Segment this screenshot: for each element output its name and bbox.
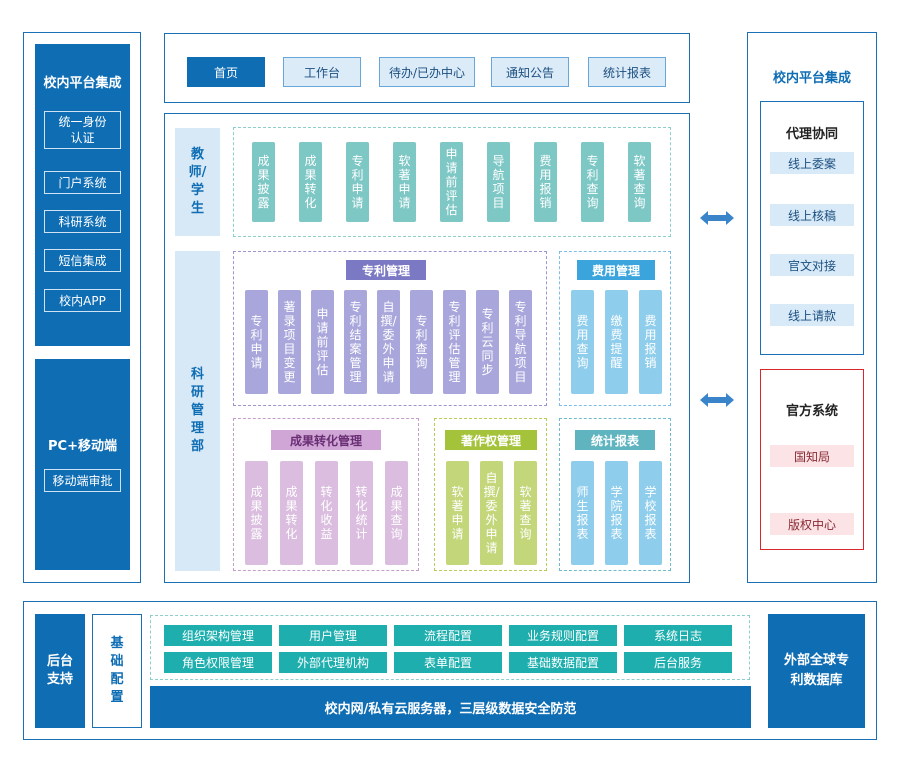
campus-integration-title: 校内平台集成	[43, 76, 122, 91]
fee-title: 费用管理	[577, 260, 655, 280]
patent-item-3[interactable]: 专利结案管理	[344, 290, 367, 394]
teacher-module: 成果披露 成果转化 专利申请 软著申请 申请前评估 导航项目 费用报销 专利查询 软著查询	[233, 127, 671, 237]
teacher-item-6[interactable]: 费用报销	[534, 142, 557, 222]
proxy-box: 代理协同 线上委案 线上核稿 官文对接 线上请款	[760, 101, 864, 355]
copyright-item-2[interactable]: 软著查询	[514, 461, 537, 565]
teacher-item-5[interactable]: 导航项目	[487, 142, 510, 222]
result-title: 成果转化管理	[271, 430, 381, 450]
official-title: 官方系统	[785, 404, 838, 419]
stats-item-2[interactable]: 学校报表	[639, 461, 662, 565]
copyright-item-0[interactable]: 软著申请	[446, 461, 469, 565]
left-panel: 校内平台集成 统一身份认证 门户系统 科研系统 短信集成 校内APP PC+移动…	[23, 32, 141, 583]
official-box: 官方系统 国知局 版权中心	[760, 369, 864, 550]
left-item-research[interactable]: 科研系统	[44, 210, 121, 233]
stats-item-0[interactable]: 师生报表	[571, 461, 594, 565]
nav-workbench[interactable]: 工作台	[283, 57, 361, 87]
campus-integration-box: 校内平台集成 统一身份认证 门户系统 科研系统 短信集成 校内APP	[35, 44, 130, 346]
patent-item-5[interactable]: 专利查询	[410, 290, 433, 394]
teacher-item-0[interactable]: 成果披露	[252, 142, 275, 222]
security-bar: 校内网/私有云服务器，三层级数据安全防范	[150, 686, 751, 728]
config-button-1[interactable]: 用户管理	[279, 625, 387, 646]
bottom-panel: 后台支持 基础配置 组织架构管理用户管理流程配置业务规则配置系统日志角色权限管理…	[23, 601, 877, 740]
nav-home[interactable]: 首页	[187, 57, 265, 87]
patent-item-6[interactable]: 专利评估管理	[443, 290, 466, 394]
external-patent-db: 外部全球专利数据库	[768, 614, 865, 728]
proxy-title: 代理协同	[785, 127, 838, 142]
config-button-9[interactable]: 后台服务	[624, 652, 732, 673]
patent-item-2[interactable]: 申请前评估	[311, 290, 334, 394]
proxy-item-case[interactable]: 线上委案	[770, 152, 854, 174]
patent-item-1[interactable]: 著录项目变更	[278, 290, 301, 394]
nav-notices[interactable]: 通知公告	[491, 57, 569, 87]
config-buttons: 组织架构管理用户管理流程配置业务规则配置系统日志角色权限管理外部代理机构表单配置…	[150, 615, 750, 680]
double-arrow-icon	[700, 211, 734, 225]
result-item-1[interactable]: 成果转化	[280, 461, 303, 565]
teacher-item-2[interactable]: 专利申请	[346, 142, 369, 222]
result-item-0[interactable]: 成果披露	[245, 461, 268, 565]
patent-module: 专利管理 专利申请著录项目变更申请前评估专利结案管理自撰/委外申请专利查询专利评…	[233, 251, 547, 406]
stats-item-1[interactable]: 学院报表	[605, 461, 628, 565]
fee-item-1[interactable]: 缴费提醒	[605, 290, 628, 394]
left-item-app[interactable]: 校内APP	[44, 289, 121, 312]
proxy-item-payment[interactable]: 线上请款	[770, 304, 854, 326]
config-button-3[interactable]: 业务规则配置	[509, 625, 617, 646]
result-module: 成果转化管理 成果披露成果转化转化收益转化统计成果查询	[233, 418, 419, 571]
copyright-module: 著作权管理 软著申请自撰/委外申请软著查询	[434, 418, 547, 571]
stats-module: 统计报表 师生报表学院报表学校报表	[559, 418, 671, 571]
fee-item-2[interactable]: 费用报销	[639, 290, 662, 394]
config-button-6[interactable]: 外部代理机构	[279, 652, 387, 673]
teacher-item-7[interactable]: 专利查询	[581, 142, 604, 222]
patent-title: 专利管理	[346, 260, 426, 280]
stats-title: 统计报表	[575, 430, 655, 450]
fee-module: 费用管理 费用查询缴费提醒费用报销	[559, 251, 671, 406]
teacher-item-4[interactable]: 申请前评估	[440, 142, 463, 222]
right-title: 校内平台集成	[772, 71, 851, 86]
result-item-4[interactable]: 成果查询	[385, 461, 408, 565]
nav-statistics[interactable]: 统计报表	[588, 57, 666, 87]
right-panel: 校内平台集成 代理协同 线上委案 线上核稿 官文对接 线上请款 官方系统 国知局…	[747, 32, 877, 583]
left-item-portal[interactable]: 门户系统	[44, 171, 121, 194]
config-button-7[interactable]: 表单配置	[394, 652, 502, 673]
patent-item-4[interactable]: 自撰/委外申请	[377, 290, 400, 394]
teacher-item-3[interactable]: 软著申请	[393, 142, 416, 222]
double-arrow-icon	[700, 393, 734, 407]
config-button-5[interactable]: 角色权限管理	[164, 652, 272, 673]
official-copyright-center[interactable]: 版权中心	[770, 513, 854, 535]
patent-item-7[interactable]: 专利云同步	[476, 290, 499, 394]
result-item-2[interactable]: 转化收益	[315, 461, 338, 565]
pc-mobile-title: PC+移动端	[48, 439, 117, 454]
basic-config: 基础配置	[92, 614, 142, 728]
main-panel: 教师/学生 成果披露成果转化专利申请软著申请申请前评估导航项目费用报销专利查询软…	[164, 113, 690, 583]
teacher-item-1[interactable]: 成果转化	[299, 142, 322, 222]
fee-item-0[interactable]: 费用查询	[571, 290, 594, 394]
teacher-item-8[interactable]: 软著查询	[628, 142, 651, 222]
config-button-0[interactable]: 组织架构管理	[164, 625, 272, 646]
research-dept-label: 科研管理部	[175, 251, 220, 571]
pc-mobile-box: PC+移动端 移动端审批	[35, 359, 130, 570]
official-cnipa[interactable]: 国知局	[770, 445, 854, 467]
mobile-approval[interactable]: 移动端审批	[44, 469, 121, 492]
nav-bar: 首页 工作台 待办/已办中心 通知公告 统计报表	[164, 33, 690, 103]
backend-support: 后台支持	[35, 614, 85, 728]
copyright-title: 著作权管理	[445, 430, 537, 450]
nav-todo-center[interactable]: 待办/已办中心	[379, 57, 475, 87]
patent-item-0[interactable]: 专利申请	[245, 290, 268, 394]
config-button-2[interactable]: 流程配置	[394, 625, 502, 646]
left-item-auth[interactable]: 统一身份认证	[44, 111, 121, 149]
copyright-item-1[interactable]: 自撰/委外申请	[480, 461, 503, 565]
patent-item-8[interactable]: 专利导航项目	[509, 290, 532, 394]
proxy-item-review[interactable]: 线上核稿	[770, 204, 854, 226]
config-button-4[interactable]: 系统日志	[624, 625, 732, 646]
teacher-student-label: 教师/学生	[175, 128, 220, 236]
config-button-8[interactable]: 基础数据配置	[509, 652, 617, 673]
left-item-sms[interactable]: 短信集成	[44, 249, 121, 272]
result-item-3[interactable]: 转化统计	[350, 461, 373, 565]
proxy-item-docs[interactable]: 官文对接	[770, 254, 854, 276]
